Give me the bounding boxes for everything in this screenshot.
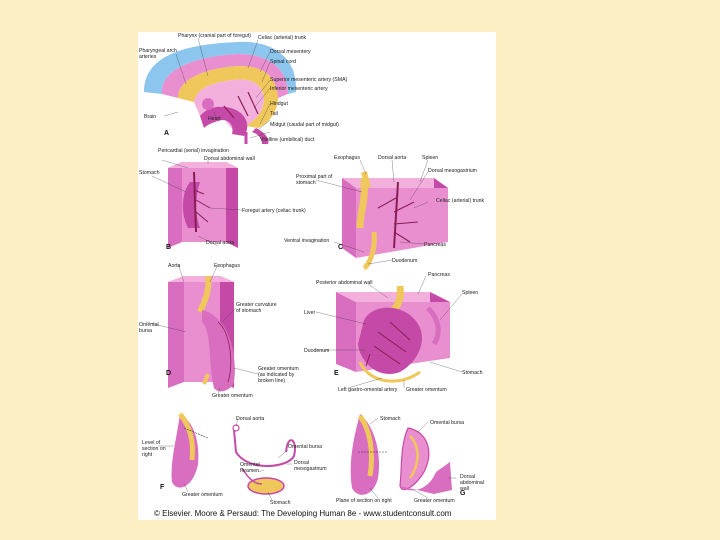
- label-dorsal-mesogastrium-f: Dorsal mesogastrium: [294, 460, 327, 472]
- figure-illustration: [144, 37, 463, 501]
- label-esophagus-c: Esophagus: [334, 155, 360, 161]
- leader-lines-b: [151, 159, 243, 247]
- label-proximal-stomach: Proximal part of stomach: [296, 174, 333, 186]
- label-duodenum-e: Duodenum: [304, 348, 330, 354]
- label-esophagus-d: Esophagus: [214, 263, 240, 269]
- label-foregut-artery: Foregut artery (celiac trunk): [242, 208, 306, 214]
- label-dorsal-aorta-c: Dorsal aorta: [378, 155, 407, 161]
- label-ventral-invagination: Ventral invagination: [284, 238, 330, 244]
- panel-letter-e: E: [334, 370, 339, 377]
- label-celiac-arterial-trunk: Celiac (arterial) trunk: [436, 198, 485, 204]
- panel-g-drawing: [350, 414, 452, 495]
- panel-letter-b: B: [166, 244, 172, 251]
- panel-letter-c: C: [338, 244, 344, 251]
- leader-lines-g: [369, 417, 456, 499]
- label-omental-bursa-g: Omental bursa: [430, 420, 465, 426]
- leader-lines-d: [145, 263, 259, 395]
- label-greater-omentum-broken-line: Greater omentum (as indicated by broken …: [258, 366, 299, 384]
- label-spinal-cord: Spinal cord: [270, 59, 296, 65]
- label-spleen-c: Spleen: [422, 155, 439, 161]
- leader-lines-c: [315, 159, 429, 265]
- label-pharynx: Pharynx (cranial part of foregut): [178, 33, 251, 39]
- label-dorsal-aorta-f: Dorsal aorta: [236, 416, 265, 422]
- panel-letter-g: G: [460, 490, 466, 497]
- label-omental-foramen: Omental foramen: [240, 462, 260, 474]
- panel-b-drawing: [168, 162, 238, 248]
- label-greater-omentum-f: Greater omentum: [182, 492, 223, 498]
- panel-letter-f: F: [160, 484, 165, 491]
- label-duodenum-c: Duodenum: [392, 258, 418, 264]
- label-spleen-e: Spleen: [462, 290, 479, 296]
- panel-e-drawing: [336, 285, 450, 383]
- panel-f-drawing: [171, 412, 296, 495]
- label-brain: Brain: [144, 114, 157, 120]
- label-greater-omentum-d: Greater omentum: [212, 393, 253, 399]
- label-pancreas-c: Pancreas: [424, 242, 446, 248]
- label-dorsal-mesogastrium-c: Dorsal mesogastrium: [428, 168, 478, 174]
- label-tail: Tail: [270, 111, 278, 117]
- label-pericardial-invagination: Pericardial (serial) invagination: [158, 148, 229, 154]
- label-vitelline-duct: Vitelline (umbilical) duct: [260, 137, 315, 143]
- label-ima: Inferior mesenteric artery: [270, 86, 328, 92]
- label-dorsal-abdominal-wall-g: Dorsal abdominal wall: [460, 474, 484, 492]
- panel-letter-a: A: [164, 130, 170, 137]
- label-pancreas-e: Pancreas: [428, 272, 450, 278]
- label-greater-omentum-e: Greater omentum: [406, 387, 447, 393]
- label-midgut: Midgut (caudal part of midgut): [270, 122, 339, 128]
- label-stomach-g: Stomach: [380, 416, 401, 422]
- leader-lines-f: [158, 417, 292, 501]
- label-pharyngeal-arch-arteries: Pharyngeal arch arteries: [139, 48, 177, 60]
- copyright-caption: © Elsevier. Moore & Persaud: The Develop…: [154, 509, 452, 518]
- label-greater-curvature: Greater curvature of stomach: [236, 302, 277, 314]
- label-heart: Heart: [208, 116, 221, 122]
- leader-lines-a: [163, 37, 271, 139]
- panel-d-drawing: [168, 275, 235, 392]
- label-dorsal-mesentery: Dorsal mesentery: [270, 49, 311, 55]
- label-stomach-e: Stomach: [462, 370, 483, 376]
- panel-c-drawing: [342, 171, 448, 271]
- label-omental-bursa-f: Omental bursa: [288, 444, 323, 450]
- label-posterior-abdominal-wall: Posterior abdominal wall: [316, 280, 373, 286]
- panel-letter-d: D: [166, 370, 172, 377]
- label-liver-e: Liver: [304, 310, 316, 316]
- label-stomach-b: Stomach: [139, 170, 160, 176]
- label-celiac-trunk: Celiac (arterial) trunk: [258, 35, 307, 41]
- label-plane-of-section: Plane of section on right: [336, 498, 392, 504]
- label-left-gastroomental-artery: Left gastro-omental artery: [338, 387, 398, 393]
- label-omental-bursa-d: Omental bursa: [139, 322, 159, 334]
- label-hindgut: Hindgut: [270, 101, 288, 107]
- label-greater-omentum-g: Greater omentum: [414, 498, 455, 504]
- leader-lines-e: [315, 275, 463, 389]
- label-aorta-d: Aorta: [168, 263, 181, 269]
- panel-a-drawing: [144, 41, 297, 144]
- embryology-figure: Pharynx (cranial part of foregut) Celiac…: [138, 32, 496, 520]
- label-level-of-section: Level of section on right: [142, 440, 166, 458]
- label-dorsal-abdominal-wall-b: Dorsal abdominal wall: [204, 156, 255, 162]
- label-stomach-f: Stomach: [270, 500, 291, 506]
- label-sma: Superior mesenteric artery (SMA): [270, 77, 348, 83]
- label-dorsal-aorta-b: Dorsal aorta: [206, 240, 235, 246]
